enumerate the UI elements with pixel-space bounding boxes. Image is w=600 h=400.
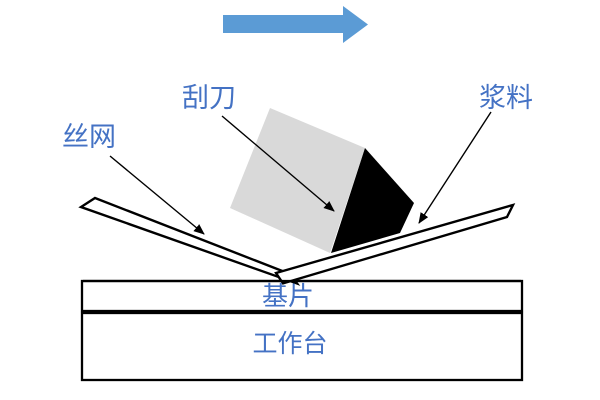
worktable-box	[80, 311, 524, 382]
paste-label: 浆料	[479, 83, 533, 113]
screen-label: 丝网	[62, 122, 116, 152]
screen-pointer-line	[109, 155, 205, 235]
screen-left-bar	[78, 196, 301, 286]
squeegee-label: 刮刀	[182, 83, 236, 113]
direction-arrow-icon	[223, 6, 368, 43]
worktable-label: 工作台	[252, 330, 327, 358]
squeegee-pointer-line	[221, 115, 335, 212]
substrate-box	[80, 279, 524, 313]
substrate-label: 基片	[262, 281, 314, 311]
paste-shape	[331, 148, 414, 253]
paste-pointer-line	[418, 111, 492, 224]
